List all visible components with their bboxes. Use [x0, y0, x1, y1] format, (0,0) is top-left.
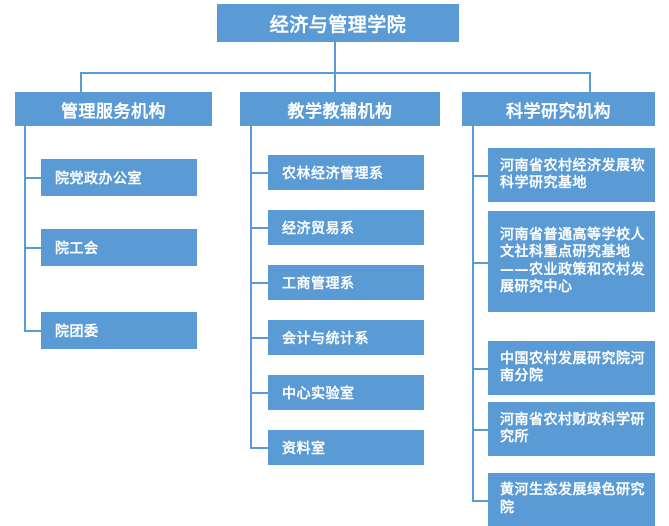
connector-branch-drop-1 [80, 72, 82, 92]
leaf-node-china-rural-development-institute-henan-branch[interactable]: 中国农村发展研究院河南分院 [488, 341, 655, 395]
branch-header-label: 科学研究机构 [506, 101, 611, 122]
leaf-node-label: 河南省农村财政科学研究所 [500, 411, 645, 445]
leaf-node-economics-trade-dept[interactable]: 经济贸易系 [268, 210, 424, 245]
leaf-node-agricultural-forestry-economics-dept[interactable]: 农林经济管理系 [268, 155, 424, 190]
connector-stub-col2-3 [250, 282, 269, 284]
leaf-node-label: 会计与统计系 [282, 330, 369, 347]
connector-branch-drop-3 [589, 72, 591, 92]
leaf-node-label: 农林经济管理系 [282, 165, 384, 182]
leaf-node-central-laboratory[interactable]: 中心实验室 [268, 375, 424, 410]
leaf-node-business-administration-dept[interactable]: 工商管理系 [268, 265, 424, 300]
leaf-node-label: 资料室 [282, 440, 326, 457]
leaf-node-label: 中心实验室 [282, 385, 355, 402]
leaf-node-party-admin-office[interactable]: 院党政办公室 [41, 159, 197, 196]
connector-stub-col2-1 [250, 172, 269, 174]
connector-stub-col2-2 [250, 227, 269, 229]
connector-stub-col3-4 [472, 429, 489, 431]
leaf-node-label: 河南省普通高等学校人文社科重点研究基地——农业政策和农村发展研究中心 [500, 227, 645, 295]
leaf-node-label: 院工会 [55, 240, 99, 257]
connector-trunk-col2 [250, 126, 252, 448]
connector-stub-col2-5 [250, 392, 269, 394]
leaf-node-labor-union[interactable]: 院工会 [41, 229, 197, 266]
connector-root-stem [334, 42, 336, 98]
root-node-economics-management-college[interactable]: 经济与管理学院 [217, 4, 459, 42]
leaf-node-henan-rural-finance-science-institute[interactable]: 河南省农村财政科学研究所 [488, 402, 655, 456]
leaf-node-label: 院团委 [55, 323, 99, 340]
branch-header-label: 教学教辅机构 [287, 101, 393, 122]
leaf-node-label: 中国农村发展研究院河南分院 [500, 350, 645, 384]
leaf-node-reference-room[interactable]: 资料室 [268, 430, 424, 465]
branch-header-label: 管理服务机构 [61, 101, 166, 122]
leaf-node-label: 经济贸易系 [282, 220, 355, 237]
connector-stub-col2-4 [250, 337, 269, 339]
connector-trunk-col3 [472, 126, 474, 501]
connector-branch-drop-2 [334, 72, 336, 92]
connector-stub-col2-6 [250, 447, 269, 449]
leaf-node-label: 河南省农村经济发展软科学研究基地 [500, 157, 645, 191]
leaf-node-accounting-statistics-dept[interactable]: 会计与统计系 [268, 320, 424, 355]
leaf-node-henan-humanities-social-science-key-research-base[interactable]: 河南省普通高等学校人文社科重点研究基地——农业政策和农村发展研究中心 [488, 211, 655, 312]
leaf-node-henan-rural-economy-soft-science-base[interactable]: 河南省农村经济发展软科学研究基地 [488, 148, 655, 202]
connector-stub-col3-3 [472, 368, 489, 370]
connector-stub-col3-2 [472, 262, 489, 264]
leaf-node-youth-league-committee[interactable]: 院团委 [41, 312, 197, 349]
leaf-node-yellow-river-eco-green-development-institute[interactable]: 黄河生态发展绿色研究院 [488, 473, 655, 526]
connector-stub-col3-1 [472, 175, 489, 177]
connector-stub-col1-1 [24, 177, 42, 179]
branch-header-teaching-support[interactable]: 教学教辅机构 [240, 92, 440, 126]
leaf-node-label: 黄河生态发展绿色研究院 [500, 482, 645, 516]
connector-stub-col1-3 [24, 330, 42, 332]
connector-trunk-col1 [24, 126, 26, 331]
connector-stub-col1-2 [24, 247, 42, 249]
branch-header-scientific-research[interactable]: 科学研究机构 [462, 92, 655, 126]
connector-stub-col3-5 [472, 500, 489, 502]
branch-header-management-services[interactable]: 管理服务机构 [15, 92, 212, 126]
leaf-node-label: 工商管理系 [282, 275, 355, 292]
leaf-node-label: 院党政办公室 [55, 170, 142, 187]
root-node-label: 经济与管理学院 [269, 13, 407, 36]
